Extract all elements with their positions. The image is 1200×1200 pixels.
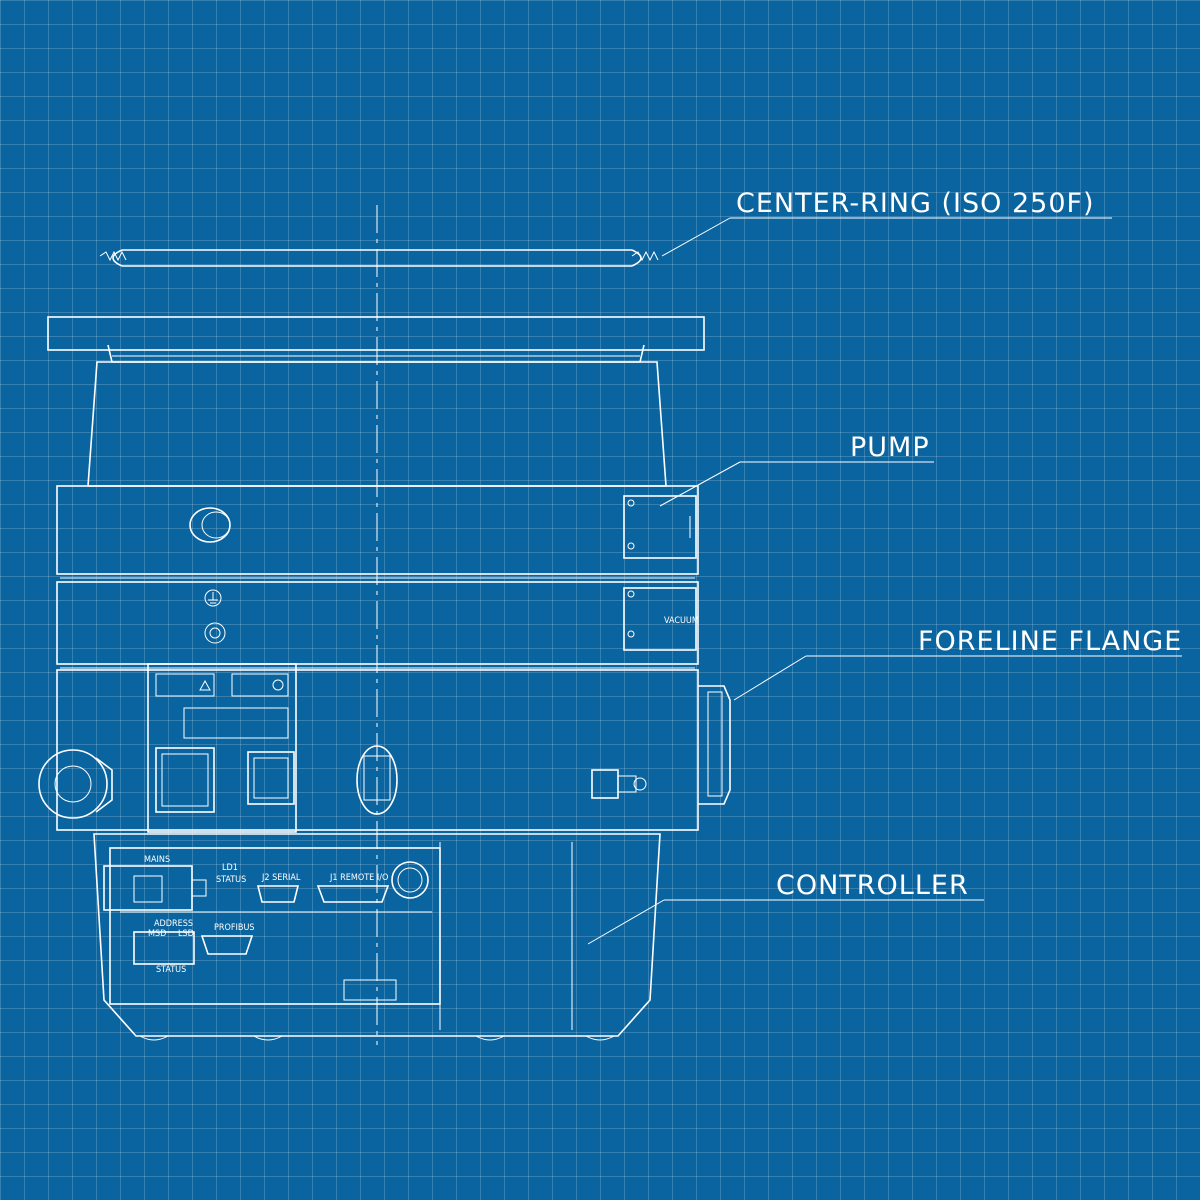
controller-label: CONTROLLER [776,870,969,901]
vacuum-label: VACUUM [664,616,699,626]
side-plate-lower: VACUUM [623,587,699,651]
pump-body [56,361,699,831]
callout-controller: CONTROLLER [587,870,984,945]
controller-body [93,833,661,1041]
foreline-flange [698,685,731,805]
foreline-label: FORELINE FLANGE [918,626,1182,657]
inlet-flange [47,316,705,363]
j2-serial-connector [256,885,300,903]
center-knob [356,745,398,815]
lsd-label: LSD [178,929,194,939]
j1-remote-connector [316,885,390,903]
ground-icon [204,589,226,644]
label-panel [147,663,297,833]
profibus-connector [200,935,254,955]
vent-plug [189,507,231,543]
mains-label: MAINS [144,855,170,865]
left-port [38,749,113,819]
callout-center-ring: CENTER-RING (ISO 250F) [661,188,1112,257]
side-plate-upper [623,495,697,559]
purge-fitting [591,769,647,799]
address-switch [133,931,195,965]
pump-label: PUMP [850,432,930,463]
msd-label: MSD [148,929,166,939]
j2-serial-label: J2 SERIAL [261,873,301,883]
dial [391,861,429,899]
status-label: STATUS [216,875,246,885]
address-label: ADDRESS [154,919,193,929]
j1-remote-label: J1 REMOTE I/O [329,873,388,883]
controller-warning-label [343,979,397,1001]
center-ring-label: CENTER-RING (ISO 250F) [736,188,1095,219]
callout-pump: PUMP [659,432,934,507]
ld1-label: LD1 [222,863,238,873]
center-ring [99,249,659,267]
callout-foreline: FORELINE FLANGE [733,626,1182,701]
profibus-label: PROFIBUS [214,923,255,933]
mains-connector [103,865,207,911]
status2-label: STATUS [156,965,186,975]
